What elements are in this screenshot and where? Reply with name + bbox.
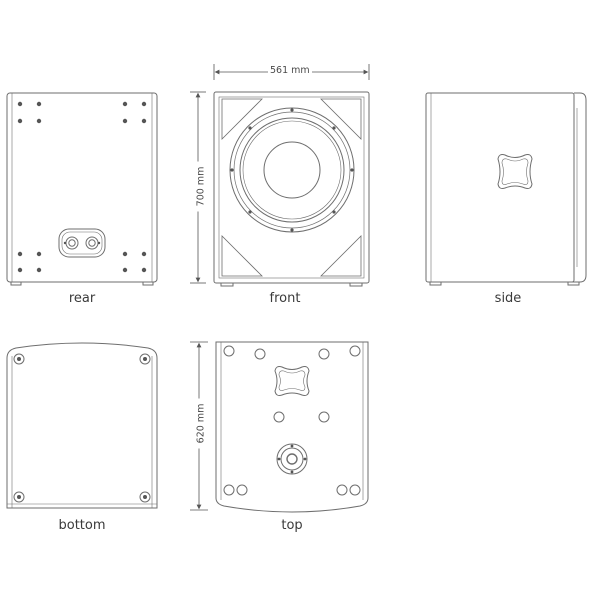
top-outline <box>215 341 369 513</box>
rear-connector-plate <box>58 228 106 258</box>
pole-mount-socket <box>276 443 308 475</box>
bottom-feet <box>13 353 151 503</box>
top-handle <box>274 366 310 396</box>
rear-screw-holes <box>17 101 147 273</box>
top-view-label: top <box>281 518 303 533</box>
side-grille-bulge <box>574 92 587 283</box>
front-foot-right <box>349 282 363 287</box>
front-view-label: front <box>269 291 301 306</box>
bottom-view <box>6 342 158 509</box>
bottom-outline <box>6 342 158 509</box>
rear-foot-left <box>10 281 22 286</box>
side-view <box>425 92 587 286</box>
front-view <box>190 64 370 287</box>
woofer-mounting-screws <box>230 108 354 232</box>
front-cabinet-outline <box>213 91 370 284</box>
width-dimension-label: 561 mm <box>268 65 312 76</box>
top-view <box>190 341 369 513</box>
rear-cabinet-outline <box>6 92 158 283</box>
top-fly-points <box>223 345 361 496</box>
front-foot-left <box>220 282 234 287</box>
front-corner-braces <box>221 98 362 277</box>
woofer <box>229 107 355 233</box>
side-handle <box>497 154 533 189</box>
bottom-view-label: bottom <box>58 518 106 533</box>
rear-foot-right <box>142 281 154 286</box>
rear-view-label: rear <box>68 291 96 306</box>
depth-dimension-label: 620 mm <box>195 398 207 449</box>
rear-view <box>6 92 158 286</box>
side-view-label: side <box>494 291 522 306</box>
side-cabinet-outline <box>425 92 575 283</box>
height-dimension-label: 700 mm <box>195 161 207 212</box>
front-grille-frame <box>218 96 365 279</box>
